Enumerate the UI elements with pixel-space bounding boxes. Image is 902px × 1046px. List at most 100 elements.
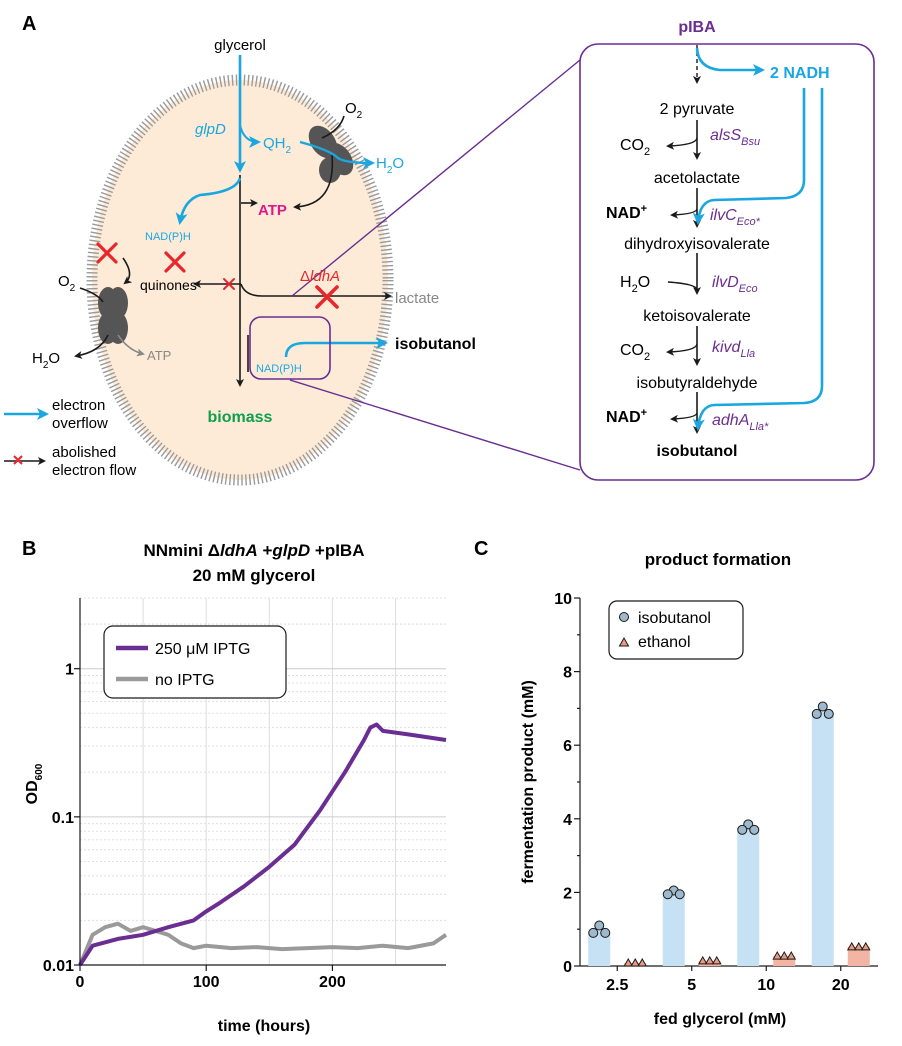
point-ethanol (630, 958, 641, 967)
series-line-0 (78, 722, 447, 967)
y-tick-label: 6 (563, 738, 572, 755)
atp-left-arrow (117, 334, 145, 357)
pathway-frame (579, 43, 875, 481)
panel-c-xlabel: fed glycerol (mM) (654, 1011, 786, 1028)
point-ethanol (637, 958, 648, 967)
y-tick-label: 0 (563, 959, 572, 976)
abolished-x-2 (164, 251, 186, 273)
overflow-left-arrow (175, 177, 242, 225)
x-tick-label: 20 (832, 977, 850, 994)
point-isobutanol (600, 927, 611, 938)
point-ethanol (772, 951, 783, 960)
co2-1-out (666, 137, 698, 150)
pathway-panel: pIBA 2 NADH 2 pyruvate CO2 alsSBsu aceto… (579, 19, 875, 481)
panel-c-ylabel: fermentation product (mM) (520, 680, 537, 884)
point-isobutanol (817, 701, 828, 712)
x-tick-label: 100 (193, 974, 220, 991)
nadph-box-label: NAD(P)H (256, 363, 302, 375)
ldha-label: ΔldhA (300, 268, 340, 285)
point-ethanol (853, 941, 864, 951)
panel-c-title: product formation (645, 550, 791, 569)
y-tick-label: 10 (554, 591, 572, 608)
abolished-x-ldha (315, 285, 339, 309)
panel-b-title-line1: NNmini ΔldhA +glpD +pIBA (144, 541, 365, 560)
panel-a-legend: electron overflow abolished electron flo… (4, 397, 136, 479)
isobutanol-label: isobutanol (395, 336, 476, 353)
y-tick-label: 2 (563, 885, 572, 902)
h2o-label: H2O (620, 274, 650, 295)
point-ethanol (623, 958, 634, 967)
co2-2-out (666, 343, 698, 356)
point-isobutanol (749, 824, 760, 835)
lactate-label: lactate (395, 290, 439, 307)
y-tick-label: 0.01 (43, 958, 74, 975)
legend-overflow-line2: overflow (52, 415, 108, 432)
adha-label: adhALla* (712, 412, 769, 433)
panel-c-legend-box (608, 600, 744, 660)
panel-c-letter: C (474, 538, 488, 560)
panel-c-bars (588, 701, 871, 967)
piba-label: pIBA (678, 19, 716, 36)
nadh-to-adha (692, 88, 824, 431)
x-tick-label: 5 (687, 977, 696, 994)
nadph-left-label: NAD(P)H (145, 231, 191, 243)
bar-isobutanol (662, 892, 685, 966)
panel-a-letter: A (22, 13, 36, 35)
nadph-to-quinones (122, 257, 133, 285)
nad-2-label: NAD+ (606, 407, 647, 426)
atp-label: ATP (258, 202, 287, 219)
dihydroxyisovalerate-label: dihydroxyisovalerate (624, 236, 770, 253)
panel-b-ylabel: OD600 (24, 763, 45, 804)
acetolactate-label: acetolactate (654, 170, 740, 187)
nad-1-label: NAD+ (606, 203, 647, 222)
bar-isobutanol (737, 828, 760, 966)
glycerol-label: glycerol (214, 37, 266, 54)
abolished-x-3 (223, 278, 235, 290)
panel-b-title-line2: 20 mM glycerol (193, 566, 316, 585)
ilvc-label: ilvCEco* (710, 207, 761, 228)
legend-isobutanol-marker (619, 612, 629, 622)
bar-ethanol (847, 946, 870, 966)
qh2-label: QH2 (263, 135, 292, 156)
pathway-box (249, 316, 331, 380)
zoom-line-top (291, 59, 581, 297)
y-tick-label: 8 (563, 665, 572, 682)
panel-b-legend: 250 μM IPTG no IPTG (103, 625, 287, 699)
co2-1-label: CO2 (620, 137, 650, 158)
nad-1-out (670, 208, 698, 219)
legend-no-iptg-label: no IPTG (155, 672, 215, 689)
h2o-top-label: H2O (376, 155, 404, 176)
nadh-to-ilvc (692, 88, 806, 225)
series-line-1 (78, 921, 448, 966)
point-ethanol (786, 951, 797, 960)
legend-ethanol-marker (618, 636, 630, 647)
panel-a: A (4, 13, 581, 486)
bar-isobutanol (811, 712, 834, 966)
x-tick-label: 200 (319, 974, 346, 991)
lactate-arrow (240, 283, 392, 300)
panel-b-legend-box (103, 625, 287, 699)
nad-2-out (670, 412, 698, 423)
co2-2-label: CO2 (620, 342, 650, 363)
o2-left-line (79, 287, 104, 303)
point-ethanol (711, 955, 722, 965)
legend-iptg-label: 250 μM IPTG (155, 641, 250, 658)
x-tick-label: 0 (76, 974, 85, 991)
isobutyraldehyde-label: isobutyraldehyde (637, 375, 758, 392)
panel-b-xlabel: time (hours) (218, 1018, 310, 1035)
panel-b: B NNmini ΔldhA +glpD +pIBA 20 mM glycero… (22, 538, 448, 1035)
h2o-in (667, 281, 698, 291)
quinones-label: quinones (140, 277, 197, 293)
legend-abolished-line2: electron flow (52, 462, 136, 479)
point-isobutanol (811, 708, 822, 719)
point-isobutanol (594, 920, 605, 931)
x-tick-label: 2.5 (606, 977, 628, 994)
top-atp-arrow (293, 154, 334, 211)
h2o-left-label: H2O (32, 350, 60, 371)
ketoisovalerate-label: ketoisovalerate (643, 308, 751, 325)
biomass-label: biomass (208, 409, 273, 426)
bar-ethanol (773, 956, 796, 966)
o2-top-label: O2 (345, 100, 363, 121)
